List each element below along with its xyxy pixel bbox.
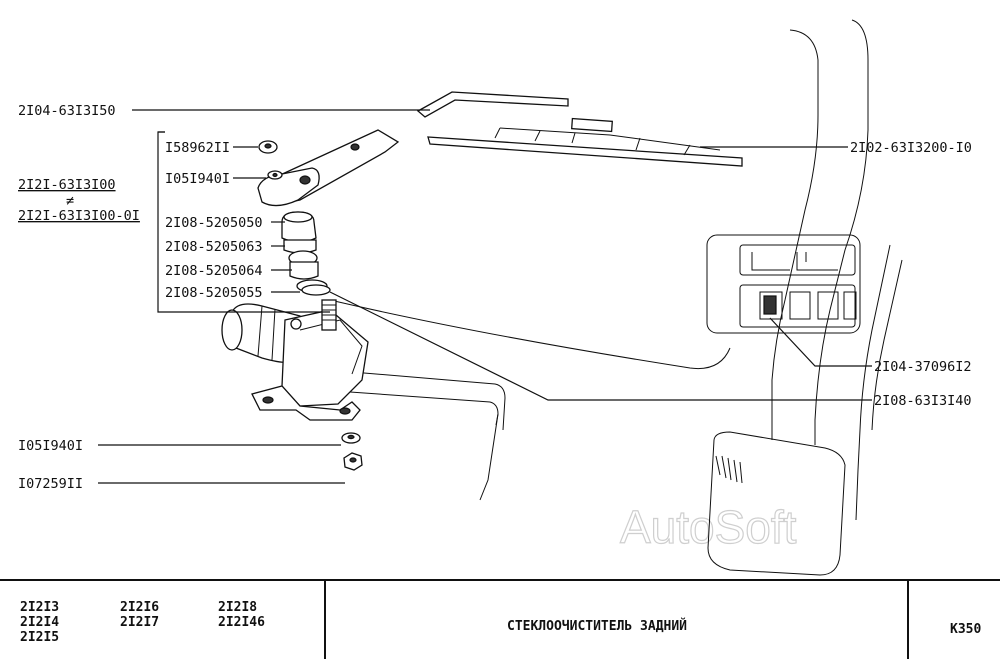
nut-small (258, 140, 278, 154)
title-block: 2I2I3 2I2I4 2I2I5 2I2I6 2I2I7 2I2I8 2I2I… (0, 579, 1000, 659)
label-washer-bottom: I05I940I (18, 438, 83, 454)
car-body-outline (329, 19, 903, 576)
label-gasket: 2I08-5205055 (165, 285, 263, 301)
wiper-motor (221, 299, 369, 421)
label-ring: 2I08-5205064 (165, 263, 263, 279)
model-3: 2I2I5 (20, 630, 59, 645)
model-5: 2I2I7 (120, 615, 159, 630)
label-cap: 2I08-5205050 (165, 215, 263, 231)
seal-stack (281, 211, 331, 296)
label-assembly-a: 2I2I-63I3I00 (18, 177, 116, 193)
washer-bottom (341, 432, 361, 444)
model-2: 2I2I4 (20, 615, 59, 630)
page-code: К350 (950, 622, 981, 637)
label-switch: 2I04-37096I2 (874, 359, 972, 375)
diagram-title: СТЕКЛООЧИСТИТЕЛЬ ЗАДНИЙ (507, 618, 687, 634)
model-6: 2I2I8 (218, 600, 257, 615)
label-blade: 2I02-63I3200-I0 (850, 140, 972, 156)
label-nut-bottom: I07259II (18, 476, 83, 492)
label-seal: 2I08-5205063 (165, 239, 263, 255)
label-motor: 2I08-63I3I40 (874, 393, 972, 409)
model-7: 2I2I46 (218, 615, 265, 630)
label-arm: 2I04-63I3I50 (18, 103, 116, 119)
callout-labels: 2I04-63I3I50 I58962II I05I940I 2I2I-63I3… (18, 103, 972, 492)
label-nut: I58962II (165, 140, 230, 156)
model-4: 2I2I6 (120, 600, 159, 615)
label-washer-top: I05I940I (165, 171, 230, 187)
not-equal-sign: ≠ (66, 193, 74, 209)
model-1: 2I2I3 (20, 600, 59, 615)
washer-small-top (267, 170, 283, 180)
leader-lines (98, 109, 872, 484)
label-assembly-b: 2I2I-63I3I00-0I (18, 208, 140, 224)
wiper-blade (427, 117, 743, 167)
nut-bottom (343, 452, 363, 471)
